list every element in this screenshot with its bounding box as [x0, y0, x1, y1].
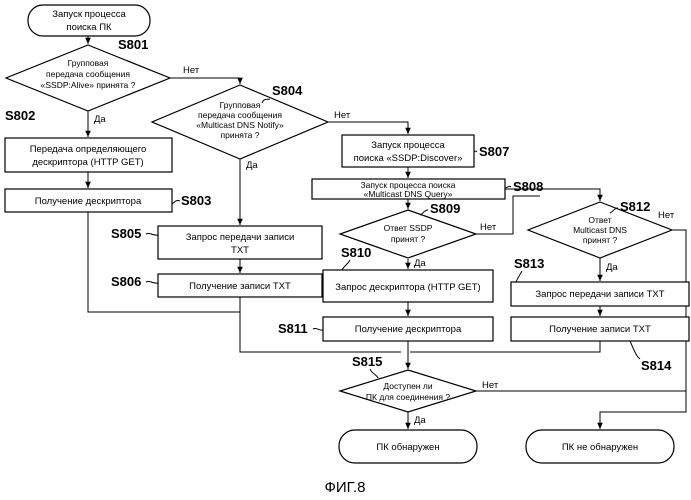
- box-802-line-2: дескриптора (HTTP GET): [32, 157, 143, 168]
- decision-801-line-1: Групповая: [68, 58, 109, 68]
- box-808: Запуск процесса поиска «Multicast DNS Qu…: [312, 179, 505, 199]
- step-s813-leader: [516, 271, 522, 282]
- box-814-line-1: Получение записи TXT: [549, 324, 651, 335]
- step-s810: S810: [341, 245, 371, 260]
- box-802-line-1: Передача определяющего: [30, 144, 147, 155]
- terminal-not-found: ПК не обнаружен: [526, 430, 674, 463]
- step-s805: S805: [111, 226, 141, 241]
- terminal-not-found-line-1: ПК не обнаружен: [562, 442, 638, 453]
- box-805-line-2: TXT: [231, 245, 249, 256]
- decision-809-line-1: Ответ SSDP: [384, 223, 433, 233]
- step-s801: S801: [118, 37, 148, 52]
- step-s806-leader: [146, 281, 158, 283]
- node-start: Запуск процесса поиска ПК: [28, 5, 150, 36]
- decision-812: Ответ Multicast DNS принят ?: [528, 202, 672, 258]
- decision-812-line-2: Multicast DNS: [573, 225, 627, 235]
- label-no-812: Нет: [658, 210, 675, 221]
- box-806: Получение записи TXT: [158, 274, 322, 297]
- step-s808-leader: [505, 186, 511, 188]
- decision-812-line-1: Ответ: [588, 215, 611, 225]
- node-start-line-2: поиска ПК: [66, 22, 112, 33]
- decision-815-line-2: ПК для соединения ?: [366, 392, 450, 402]
- label-yes-815: Да: [414, 415, 426, 426]
- step-s814: S814: [641, 358, 672, 373]
- step-s812: S812: [620, 199, 650, 214]
- box-805-line-1: Запрос передачи записи: [186, 232, 295, 243]
- step-s807: S807: [479, 144, 509, 159]
- label-no-801: Нет: [183, 65, 200, 76]
- box-811: Получение дескриптора: [323, 317, 493, 341]
- decision-804-line-3: «Multicast DNS Notify»: [196, 120, 284, 130]
- step-s810-leader: [342, 260, 350, 270]
- step-s806: S806: [111, 274, 141, 289]
- terminal-found: ПК обнаружен: [339, 430, 477, 463]
- step-s809-leader: [420, 210, 428, 215]
- step-s815: S815: [352, 354, 382, 369]
- decision-801-line-3: «SSDP:Alive» принята ?: [41, 80, 136, 90]
- box-811-line-1: Получение дескриптора: [355, 324, 462, 335]
- box-810: Запрос дескриптора (HTTP GET): [323, 270, 493, 302]
- decision-801: Групповая передача сообщения «SSDP:Alive…: [6, 45, 170, 111]
- box-805: Запрос передачи записи TXT: [158, 226, 322, 259]
- decision-804-line-1: Групповая: [220, 100, 261, 110]
- step-s813: S813: [514, 256, 544, 271]
- label-no-809: Нет: [480, 222, 497, 233]
- decision-804-line-2: передача сообщения: [198, 110, 282, 120]
- terminal-found-line-1: ПК обнаружен: [376, 442, 439, 453]
- figure-caption: ФИГ.8: [325, 479, 366, 496]
- label-yes-801: Да: [94, 114, 106, 125]
- label-no-804: Нет: [334, 110, 351, 121]
- box-806-line-1: Получение записи TXT: [189, 281, 291, 292]
- step-s803: S803: [181, 193, 211, 208]
- label-yes-812: Да: [606, 262, 618, 273]
- label-yes-804: Да: [246, 160, 258, 171]
- box-803: Получение дескриптора: [5, 189, 172, 212]
- decision-809-line-2: принят ?: [391, 234, 426, 244]
- step-s803-leader: [172, 200, 180, 204]
- step-s811-leader: [313, 328, 323, 330]
- step-s808: S808: [513, 179, 543, 194]
- box-807: Запуск процесса поиска «SSDP:Discover»: [342, 135, 474, 167]
- step-s815-leader: [370, 369, 378, 378]
- node-start-line-1: Запуск процесса: [52, 9, 126, 20]
- decision-815-line-1: Доступен ли: [383, 381, 432, 391]
- box-807-line-2: поиска «SSDP:Discover»: [354, 153, 463, 164]
- box-813-line-1: Запрос передачи записи TXT: [535, 289, 664, 300]
- box-807-line-1: Запуск процесса: [371, 140, 445, 151]
- step-s807-leader: [474, 151, 477, 153]
- box-813: Запрос передачи записи TXT: [511, 282, 689, 306]
- box-810-line-1: Запрос дескриптора (HTTP GET): [335, 282, 480, 293]
- step-s811: S811: [278, 321, 308, 336]
- box-802: Передача определяющего дескриптора (HTTP…: [5, 138, 172, 172]
- step-s805-leader: [146, 233, 158, 235]
- decision-804-line-4: принята ?: [221, 130, 260, 140]
- step-s802: S802: [5, 108, 35, 123]
- step-s809: S809: [430, 201, 460, 216]
- box-803-line-1: Получение дескриптора: [35, 196, 142, 207]
- decision-801-line-2: передача сообщения: [46, 69, 130, 79]
- step-s804: S804: [272, 83, 303, 98]
- decision-812-line-3: принят ?: [583, 235, 618, 245]
- step-s814-leader: [630, 341, 640, 359]
- label-yes-809: Да: [414, 258, 426, 269]
- box-808-line-2: «Multicast DNS Query»: [364, 189, 453, 199]
- decision-815: Доступен ли ПК для соединения ?: [340, 370, 476, 412]
- label-no-815: Нет: [482, 380, 499, 391]
- box-814: Получение записи TXT: [511, 317, 689, 341]
